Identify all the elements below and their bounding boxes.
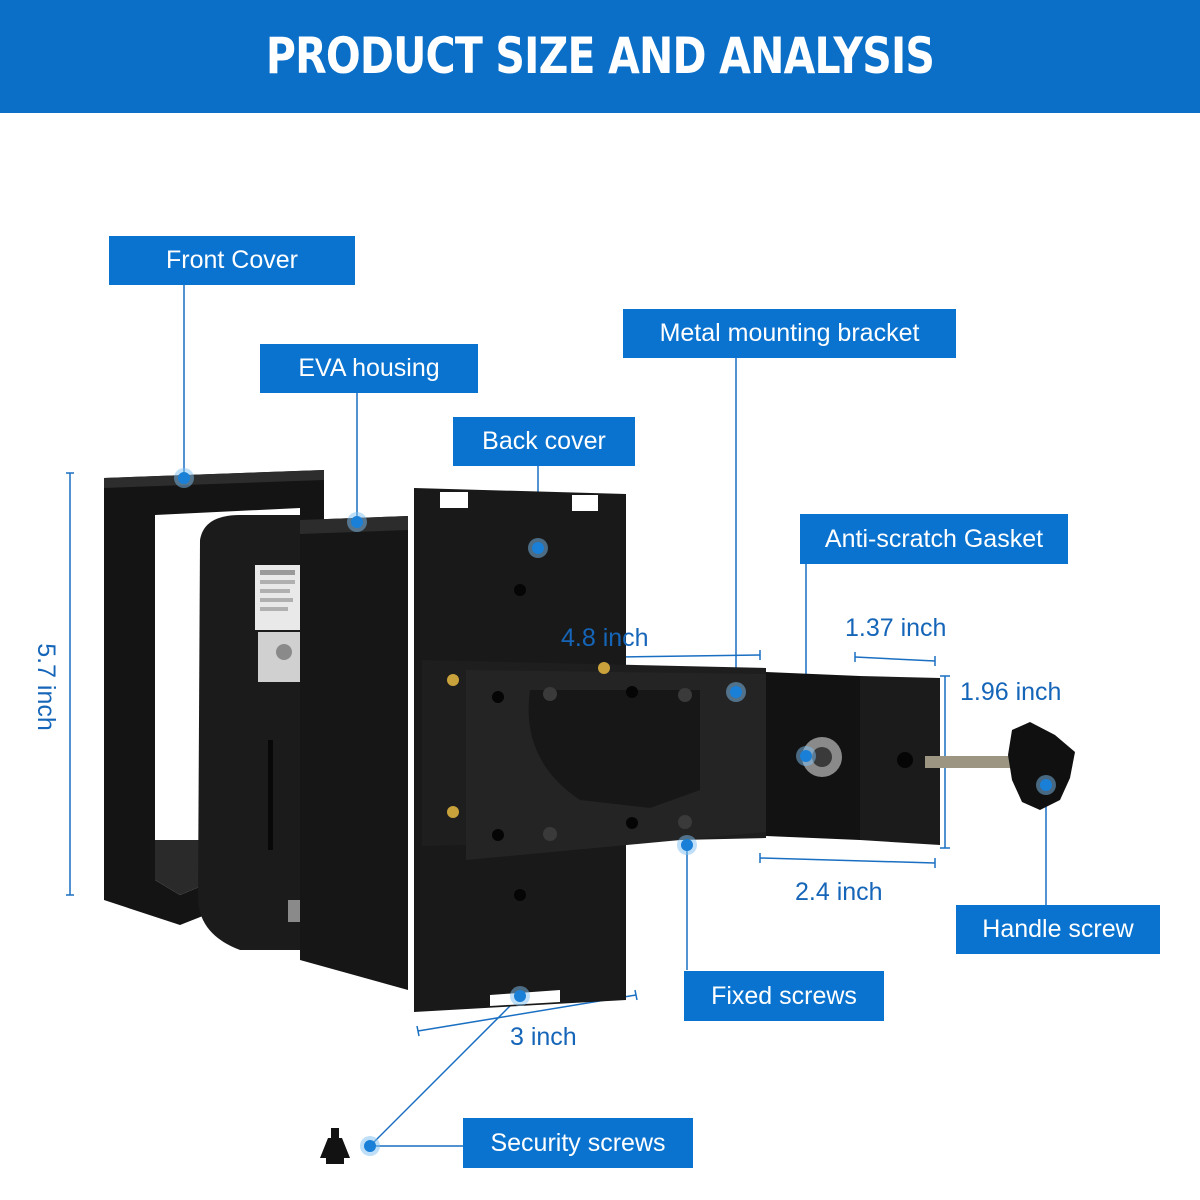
dim-bracket-length: 4.8 inch: [561, 624, 649, 652]
dimline-clamp-depth: [759, 857, 936, 864]
marker-metal-bracket: [726, 682, 746, 702]
dim-clamp-height: 1.96 inch: [960, 678, 1062, 706]
dim-height: 5.7 inch: [32, 643, 60, 731]
page-title: PRODUCT SIZE AND ANALYSIS: [265, 27, 935, 85]
label-security-screws: Security screws: [463, 1118, 693, 1168]
dim-clamp-depth: 2.4 inch: [795, 878, 883, 906]
marker-security-plate: [510, 986, 530, 1006]
dim-back-width: 3 inch: [510, 1023, 577, 1051]
leader-security-screws: [369, 995, 521, 1147]
label-back-cover: Back cover: [453, 417, 635, 466]
marker-gasket: [796, 746, 816, 766]
marker-handle-screw: [1036, 775, 1056, 795]
handle-screw-part: [925, 722, 1075, 810]
label-front-cover: Front Cover: [109, 236, 355, 285]
marker-security-screws: [360, 1136, 380, 1156]
label-fixed-screws: Fixed screws: [684, 971, 884, 1021]
marker-back-cover: [528, 538, 548, 558]
dimline-clamp-width: [854, 656, 936, 662]
marker-front-cover: [174, 468, 194, 488]
label-eva-housing: EVA housing: [260, 344, 478, 393]
device-label-sticker: [255, 565, 300, 630]
label-metal-bracket: Metal mounting bracket: [623, 309, 956, 358]
header-banner: PRODUCT SIZE AND ANALYSIS: [0, 0, 1200, 113]
label-gasket: Anti-scratch Gasket: [800, 514, 1068, 564]
marker-eva-housing: [347, 512, 367, 532]
device-body: [198, 515, 300, 950]
label-handle-screw: Handle screw: [956, 905, 1160, 954]
eva-housing-block: [300, 516, 408, 990]
marker-dots: [174, 468, 1056, 1156]
security-screw-part: [320, 1128, 350, 1164]
dim-clamp-width: 1.37 inch: [845, 614, 947, 642]
metal-mounting-bracket: [422, 660, 940, 860]
marker-fixed-screws: [677, 835, 697, 855]
